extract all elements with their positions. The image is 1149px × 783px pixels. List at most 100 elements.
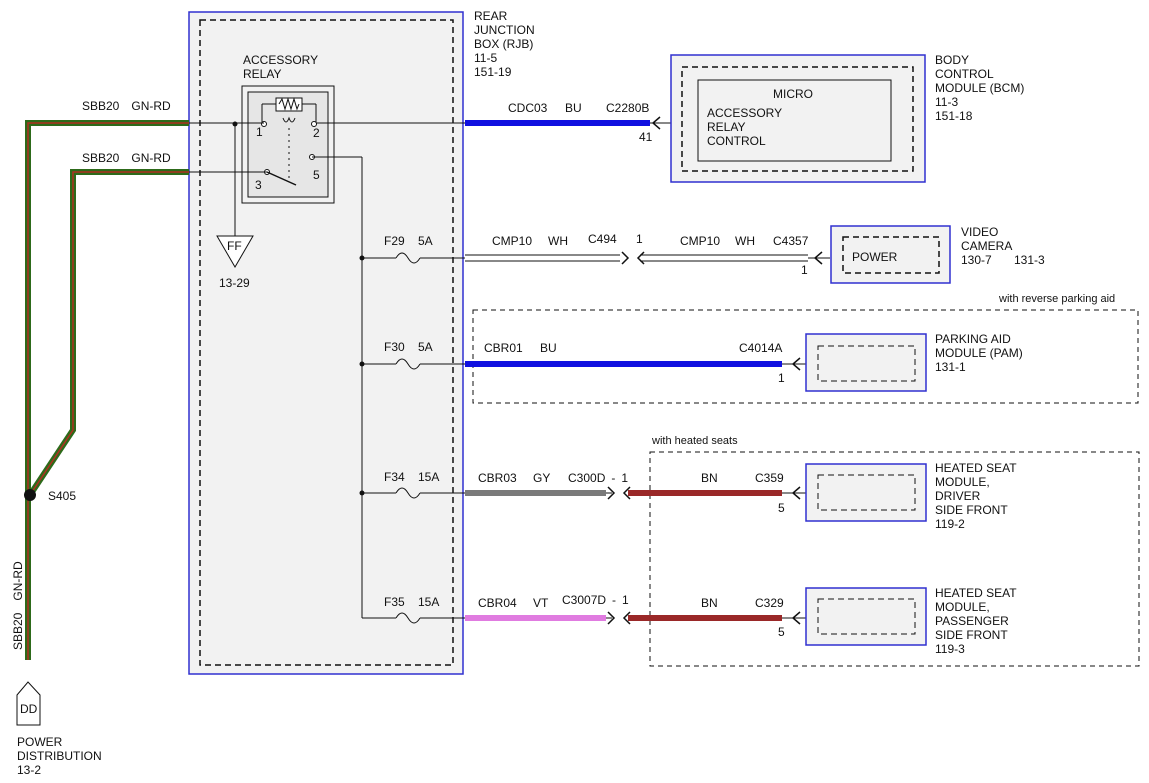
svg-text:PASSENGER: PASSENGER: [935, 614, 1009, 628]
svg-text:1: 1: [256, 125, 263, 139]
svg-text:C494: C494: [588, 232, 617, 246]
svg-text:VT: VT: [533, 596, 549, 610]
svg-text:S405: S405: [48, 489, 76, 503]
accessory-relay: ACCESSORY RELAY 1 2 3 5: [241, 53, 335, 204]
svg-text:ACCESSORY: ACCESSORY: [707, 106, 782, 120]
svg-text:13-29: 13-29: [219, 276, 250, 290]
svg-text:BOX (RJB): BOX (RJB): [474, 37, 533, 51]
svg-text:SIDE FRONT: SIDE FRONT: [935, 503, 1008, 517]
splice-s405: S405: [24, 489, 76, 503]
fuse-f29: F29 5A: [362, 234, 465, 264]
svg-text:F34: F34: [384, 470, 405, 484]
svg-text:SIDE FRONT: SIDE FRONT: [935, 628, 1008, 642]
wire-cdc03: CDC03 BU C2280B 41: [465, 101, 671, 144]
svg-text:MODULE (BCM): MODULE (BCM): [935, 81, 1024, 95]
svg-text:ACCESSORY: ACCESSORY: [243, 53, 318, 67]
svg-text:C4014A: C4014A: [739, 341, 782, 355]
svg-text:with heated seats: with heated seats: [651, 435, 738, 447]
svg-text:MODULE,: MODULE,: [935, 475, 990, 489]
svg-text:DISTRIBUTION: DISTRIBUTION: [17, 749, 102, 763]
svg-text:RELAY: RELAY: [243, 67, 281, 81]
svg-text:CMP10: CMP10: [492, 234, 532, 248]
svg-text:3: 3: [255, 178, 262, 192]
option-heated-seats: with heated seats: [649, 435, 1140, 667]
svg-text:REAR: REAR: [474, 9, 508, 23]
svg-text:POWER: POWER: [852, 250, 898, 264]
wire-cbr01: CBR01 BU C4014A 1: [465, 341, 806, 385]
fuse-f30: F30 5A: [362, 340, 465, 370]
svg-text:CBR01: CBR01: [484, 341, 523, 355]
svg-text:130-7: 130-7: [961, 253, 992, 267]
svg-text:CMP10: CMP10: [680, 234, 720, 248]
svg-text:BU: BU: [565, 101, 582, 115]
svg-text:CONTROL: CONTROL: [707, 134, 766, 148]
svg-text:CONTROL: CONTROL: [935, 67, 994, 81]
svg-text:WH: WH: [548, 234, 568, 248]
svg-text:151-19: 151-19: [474, 65, 512, 79]
svg-text:1: 1: [778, 371, 785, 385]
svg-text:2: 2: [313, 126, 320, 140]
svg-text:11-3: 11-3: [935, 95, 958, 109]
svg-text:PARKING AID: PARKING AID: [935, 332, 1011, 346]
wire-cbr03: CBR03 GY C300D-1 BN C359 5: [465, 471, 806, 515]
svg-text:CBR04: CBR04: [478, 596, 517, 610]
option-reverse-parking-aid: with reverse parking aid: [472, 293, 1139, 404]
svg-text:C2280B: C2280B: [606, 101, 649, 115]
svg-text:5: 5: [313, 168, 320, 182]
svg-text:C3007D-1: C3007D-1: [562, 593, 629, 607]
svg-text:POWER: POWER: [17, 735, 63, 749]
svg-text:5A: 5A: [418, 234, 433, 248]
svg-text:with reverse parking aid: with reverse parking aid: [998, 293, 1115, 305]
svg-text:15A: 15A: [418, 470, 439, 484]
svg-text:F35: F35: [384, 595, 405, 609]
svg-text:MODULE,: MODULE,: [935, 600, 990, 614]
svg-text:BN: BN: [701, 596, 718, 610]
svg-text:5: 5: [778, 625, 785, 639]
svg-text:DD: DD: [20, 702, 38, 716]
svg-text:MODULE (PAM): MODULE (PAM): [935, 346, 1023, 360]
svg-text:HEATED SEAT: HEATED SEAT: [935, 586, 1017, 600]
svg-text:F30: F30: [384, 340, 405, 354]
svg-text:GY: GY: [533, 471, 550, 485]
fuse-f35: F35 15A: [362, 595, 465, 624]
svg-text:1: 1: [636, 232, 643, 246]
svg-text:CDC03: CDC03: [508, 101, 548, 115]
svg-text:C4357: C4357: [773, 234, 809, 248]
fuse-bus: [312, 156, 365, 618]
heated-seat-driver-module: HEATED SEAT MODULE, DRIVER SIDE FRONT 11…: [805, 461, 1017, 531]
svg-text:BN: BN: [701, 471, 718, 485]
svg-text:131-3: 131-3: [1014, 253, 1045, 267]
svg-text:WH: WH: [735, 234, 755, 248]
svg-text:41: 41: [639, 130, 653, 144]
svg-text:CBR03: CBR03: [478, 471, 517, 485]
feed-wire-label-vertical: SBB20GN-RD: [11, 561, 25, 650]
svg-text:5A: 5A: [418, 340, 433, 354]
svg-text:13-2: 13-2: [17, 763, 41, 777]
parking-aid-module: PARKING AID MODULE (PAM) 131-1: [805, 332, 1023, 392]
power-distribution-connector: DD POWER DISTRIBUTION 13-2: [16, 681, 102, 777]
bcm-module: MICRO ACCESSORY RELAY CONTROL BODY CONTR…: [670, 53, 1024, 183]
feed-wire-sbb20: [25, 120, 267, 660]
svg-text:VIDEO: VIDEO: [961, 225, 998, 239]
heated-seat-passenger-module: HEATED SEAT MODULE, PASSENGER SIDE FRONT…: [805, 586, 1017, 656]
svg-text:JUNCTION: JUNCTION: [474, 23, 535, 37]
svg-text:151-18: 151-18: [935, 109, 973, 123]
fuse-f34: F34 15A: [362, 470, 465, 499]
svg-text:11-5: 11-5: [474, 51, 497, 65]
svg-text:BU: BU: [540, 341, 557, 355]
svg-text:BODY: BODY: [935, 53, 969, 67]
svg-text:C329: C329: [755, 596, 784, 610]
svg-text:F29: F29: [384, 234, 405, 248]
wire-cbr04: CBR04 VT C3007D-1 BN C329 5: [465, 593, 806, 639]
svg-text:RELAY: RELAY: [707, 120, 745, 134]
svg-text:C300D-1: C300D-1: [568, 471, 628, 485]
svg-text:1: 1: [801, 263, 808, 277]
svg-text:15A: 15A: [418, 595, 439, 609]
svg-text:5: 5: [778, 501, 785, 515]
wire-cmp10: CMP10 WH C494 1 CMP10 WH C4357 1: [465, 232, 830, 277]
svg-text:C359: C359: [755, 471, 784, 485]
ground-symbol-ff: FF 13-29: [216, 121, 254, 290]
